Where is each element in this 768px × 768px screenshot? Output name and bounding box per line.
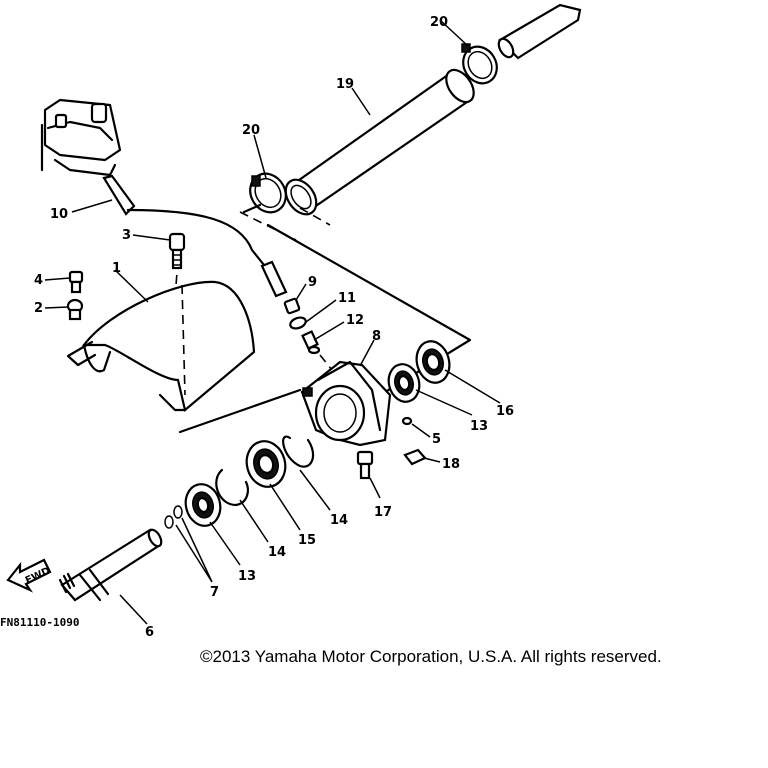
oil-seal-16 [415, 340, 451, 384]
circlip-14-right [282, 435, 315, 468]
cover-1 [66, 259, 256, 412]
diagram-code: FN81110-1090 [0, 616, 79, 629]
callout-16: 16 [496, 404, 514, 419]
o-rings-7 [164, 505, 183, 529]
hose-clamp-20-lower [249, 172, 287, 214]
grommet-2 [66, 298, 84, 321]
oil-seal-13-right [387, 363, 421, 403]
callout-20-upper: 20 [430, 15, 448, 30]
callout-14-left: 14 [268, 545, 286, 560]
clip-11 [289, 316, 307, 330]
callout-13-left: 13 [238, 569, 256, 584]
callout-10: 10 [50, 207, 68, 222]
callout-17: 17 [374, 505, 392, 520]
callout-6: 6 [145, 625, 154, 640]
callout-5: 5 [432, 432, 441, 447]
hose-clamp-20-upper [461, 43, 498, 85]
bolt-17 [356, 450, 374, 480]
oil-seal-13-left [184, 483, 222, 527]
callout-numbers: 20 19 20 10 3 1 4 2 9 11 12 8 16 13 5 18… [34, 15, 514, 640]
callout-20-lower: 20 [242, 123, 260, 138]
callout-14-right: 14 [330, 513, 348, 528]
callout-2: 2 [34, 301, 43, 316]
bearing-15 [245, 440, 287, 488]
callout-9: 9 [308, 275, 317, 290]
callout-4: 4 [34, 273, 43, 288]
axis-dash [299, 207, 331, 226]
callout-15: 15 [298, 533, 316, 548]
callout-13-right: 13 [470, 419, 488, 434]
screw-3 [168, 232, 186, 270]
bolt-4 [68, 270, 84, 294]
callout-3: 3 [122, 228, 131, 243]
bearing-housing-8 [300, 360, 392, 447]
callout-19: 19 [336, 77, 354, 92]
callout-7: 7 [210, 585, 219, 600]
drive-shaft-upper [497, 3, 582, 60]
fwd-arrow-icon: FWD [6, 558, 52, 593]
hose-piece [260, 260, 288, 298]
callout-11: 11 [338, 291, 356, 306]
cap-9 [283, 297, 301, 315]
callout-12: 12 [346, 313, 364, 328]
drive-shaft-6 [58, 528, 163, 602]
boundary-line-lower [178, 388, 302, 434]
clip-18 [403, 448, 427, 466]
callout-8: 8 [372, 329, 381, 344]
fitting-axis [319, 354, 341, 381]
copyright-notice: ©2013 Yamaha Motor Corporation, U.S.A. A… [200, 647, 662, 666]
callout-1: 1 [112, 261, 121, 276]
circlip-14-left [215, 468, 249, 507]
pin-5 [401, 416, 413, 426]
rubber-hose-19 [284, 68, 475, 216]
fitting-12 [301, 330, 321, 355]
leader-lines [44, 19, 501, 625]
engine-housing-fragment [40, 98, 122, 177]
callout-18: 18 [442, 457, 460, 472]
